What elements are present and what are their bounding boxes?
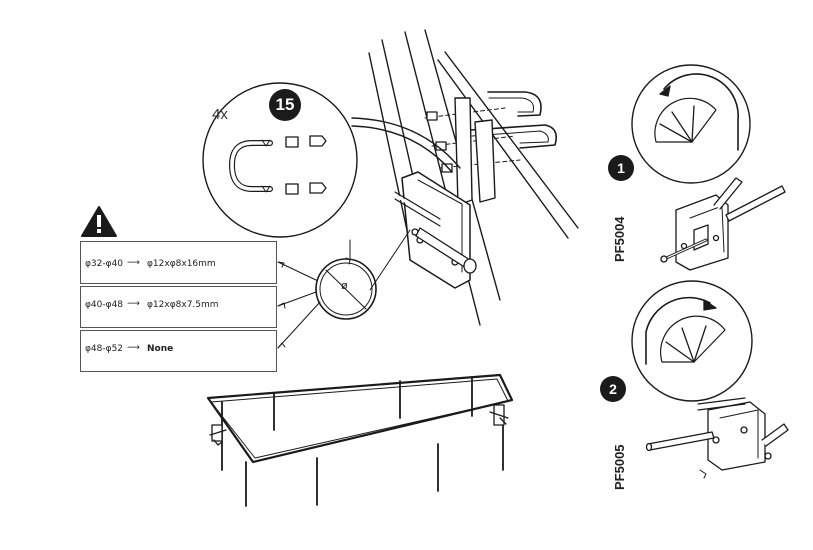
spacer-size: None: [147, 344, 174, 354]
pole-diameter-range: φ48-φ52: [85, 344, 124, 354]
rotation-dial-option-1: [631, 64, 751, 184]
frame-clamp-left: [209, 424, 227, 446]
bracket-pf5004: [660, 177, 786, 271]
rotation-dial-option-2: [631, 280, 753, 402]
pole-bracket-assembly: [351, 29, 579, 326]
diameter-symbol: ø: [341, 280, 348, 292]
rotate-counterclockwise-icon: [659, 73, 739, 151]
option-number-badge: 2: [600, 376, 626, 402]
warning-triangle-icon: [81, 206, 117, 237]
clamp-size-row: φ48-φ52 ⟶ None: [80, 330, 277, 372]
arrow-right-icon: ⟶: [127, 299, 140, 309]
frame-clamp-right: [489, 404, 509, 426]
clamp-size-row: φ32-φ40 ⟶ φ12xφ8x16mm: [80, 241, 277, 284]
arrow-right-icon: ⟶: [127, 258, 140, 268]
spacer-size: φ12xφ8x7.5mm: [147, 300, 219, 310]
quantity-label: 4x: [212, 106, 228, 123]
spacer-size: φ12xφ8x16mm: [147, 259, 216, 269]
pole-diameter-range: φ32-φ40: [85, 259, 124, 269]
bracket-pf5005: [645, 397, 789, 479]
hardware-callout: [202, 82, 358, 238]
pole-diameter-range: φ40-φ48: [85, 300, 124, 310]
part-code-label: PF5004: [612, 216, 627, 262]
pole-diameter-gauge: [277, 229, 411, 349]
clamp-size-row: φ40-φ48 ⟶ φ12xφ8x7.5mm: [80, 286, 277, 328]
part-code-label: PF5005: [612, 444, 627, 490]
step-number-badge: 15: [269, 89, 301, 121]
arrow-right-icon: ⟶: [127, 343, 140, 353]
option-number-badge: 1: [608, 155, 634, 181]
rotate-clockwise-icon: [645, 296, 717, 365]
trampoline-frame: [206, 373, 514, 507]
